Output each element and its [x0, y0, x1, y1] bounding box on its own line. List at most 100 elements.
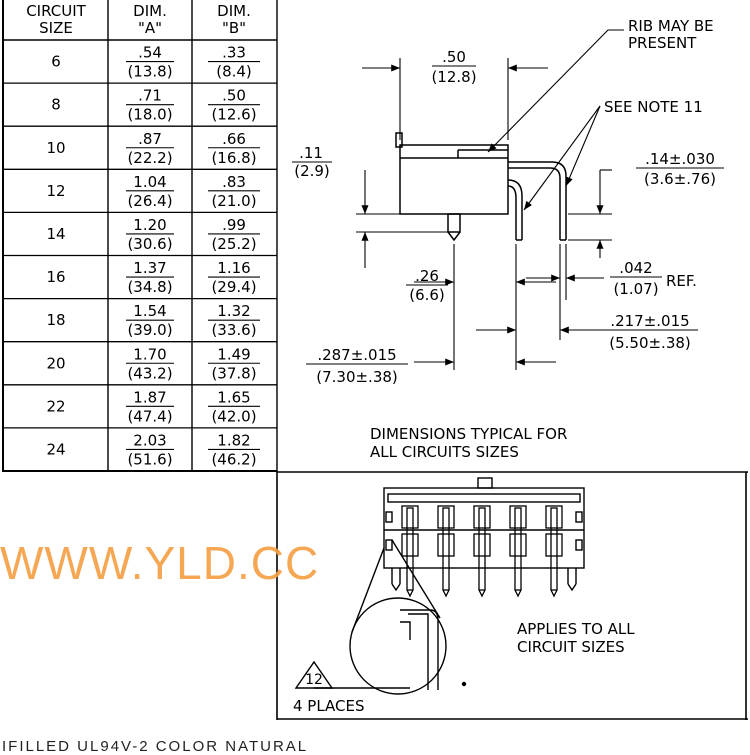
header-circuit-line1: CIRCUIT — [26, 2, 86, 20]
applies-note-line2: CIRCUIT SIZES — [517, 638, 625, 656]
table-row: 22 1.87(47.4) 1.65(42.0) — [3, 384, 277, 425]
cell-dim-a-mm: (43.2) — [127, 364, 172, 382]
places-label: 4 PLACES — [293, 697, 365, 715]
rib-note-line2: PRESENT — [628, 34, 697, 52]
detail-callout — [294, 539, 467, 695]
cell-dim-a-inch: .54 — [138, 44, 162, 62]
cell-dim-b-inch: 1.82 — [217, 431, 250, 449]
cell-circuit-size: 24 — [46, 440, 65, 458]
typical-note-line1: DIMENSIONS TYPICAL FOR — [370, 425, 567, 443]
dimension-table — [2, 0, 278, 472]
cell-dim-a-mm: (34.8) — [127, 278, 172, 296]
cell-dim-a-mm: (22.2) — [127, 149, 172, 167]
front-view-panel — [276, 471, 748, 720]
cell-dim-a-mm: (30.6) — [127, 235, 172, 253]
cell-dim-a-inch: 2.03 — [133, 431, 166, 449]
dim-left-mm: (2.9) — [294, 162, 330, 180]
front-view-connector — [383, 477, 585, 592]
front-pin — [545, 505, 563, 598]
dim-top-inch: .50 — [442, 48, 466, 66]
table-row: 8.71(18.0).50(12.6) — [3, 82, 277, 124]
cell-dim-b-mm: (21.0) — [211, 192, 256, 210]
cell-circuit-size: 18 — [46, 311, 65, 329]
front-pin — [401, 505, 419, 598]
cell-dim-a-mm: (13.8) — [127, 63, 172, 81]
table-header: CIRCUIT SIZE DIM. "A" DIM. "B" — [26, 2, 251, 37]
cell-dim-b-inch: .66 — [222, 130, 246, 148]
front-pin — [473, 505, 491, 598]
dim-ref-suffix: REF. — [666, 272, 697, 290]
side-view-labels: RIB MAY BE PRESENT SEE NOTE 11 .50 (12.8… — [292, 17, 724, 461]
header-circuit-line2: SIZE — [39, 19, 73, 37]
cell-dim-a-mm: (39.0) — [127, 321, 172, 339]
cell-dim-a-mm: (26.4) — [127, 192, 172, 210]
cell-dim-a-inch: 1.54 — [133, 302, 166, 320]
cell-dim-a-inch: 1.37 — [133, 259, 166, 277]
cell-dim-b-mm: (33.6) — [211, 321, 256, 339]
dimension-lines — [356, 29, 624, 370]
header-dim-b-line2: "B" — [222, 19, 246, 37]
cell-dim-a-inch: .87 — [138, 130, 162, 148]
cell-dim-b-inch: .50 — [222, 87, 246, 105]
dim-ref-mm: (1.07) — [613, 280, 658, 298]
cell-dim-a-inch: 1.20 — [133, 216, 166, 234]
table-row: 6.54(13.8).33(8.4) — [51, 44, 260, 81]
dim-right-inch: .14±.030 — [645, 150, 715, 168]
dim-mid-inch: .26 — [415, 267, 439, 285]
cell-dim-a-inch: 1.70 — [133, 345, 166, 363]
header-dim-a-line1: DIM. — [133, 2, 167, 20]
header-dim-b-line1: DIM. — [217, 2, 251, 20]
cell-dim-b-mm: (8.4) — [216, 63, 252, 81]
cell-dim-b-inch: .99 — [222, 216, 246, 234]
dim-right-mm: (3.6±.76) — [644, 170, 716, 188]
dimension-table-rows: 6.54(13.8).33(8.4)8.71(18.0).50(12.6)10.… — [3, 44, 277, 468]
cell-circuit-size: 16 — [46, 268, 65, 286]
table-row: 18 1.54(39.0) 1.32(33.6) — [3, 297, 277, 339]
cell-dim-a-mm: (18.0) — [127, 106, 172, 124]
table-row: 16 1.37(34.8) 1.16(29.4) — [3, 254, 277, 296]
table-row: 24 2.03(51.6) 1.82(46.2) — [3, 427, 277, 468]
header-dim-a-line2: "A" — [138, 19, 162, 37]
watermark-text: WWW.YLD.CC — [0, 537, 320, 589]
bottom-material-text: IFILLED UL94V-2 COLOR NATURAL — [2, 738, 309, 755]
cell-circuit-size: 8 — [51, 96, 61, 114]
cell-circuit-size: 22 — [46, 397, 65, 415]
front-view-labels: APPLIES TO ALL CIRCUIT SIZES 12 4 PLACES — [293, 620, 635, 715]
front-view-pins — [401, 505, 563, 598]
table-row: 14 1.20(30.6) .99(25.2) — [3, 211, 277, 253]
cell-dim-b-inch: 1.32 — [217, 302, 250, 320]
cell-dim-a-inch: 1.87 — [133, 388, 166, 406]
cell-dim-b-inch: 1.16 — [217, 259, 250, 277]
dim-pitch-mm: (5.50±.38) — [609, 334, 691, 352]
cell-dim-a-mm: (47.4) — [127, 407, 172, 425]
see-note-label: SEE NOTE 11 — [604, 98, 703, 116]
side-view-drawing — [395, 132, 567, 242]
cell-circuit-size: 14 — [46, 225, 65, 243]
dim-bottom-inch: .287±.015 — [317, 346, 396, 364]
front-pin — [437, 505, 455, 598]
cell-dim-a-mm: (51.6) — [127, 450, 172, 468]
cell-circuit-size: 12 — [46, 182, 65, 200]
cell-dim-b-mm: (25.2) — [211, 235, 256, 253]
dim-left-inch: .11 — [299, 144, 323, 162]
cell-dim-b-inch: 1.49 — [217, 345, 250, 363]
cell-dim-b-inch: .83 — [222, 173, 246, 191]
cell-circuit-size: 6 — [51, 53, 61, 71]
dim-pitch-inch: .217±.015 — [610, 312, 689, 330]
cell-dim-b-mm: (16.8) — [211, 149, 256, 167]
cell-dim-b-inch: 1.65 — [217, 388, 250, 406]
cell-dim-b-mm: (29.4) — [211, 278, 256, 296]
front-pin — [509, 505, 527, 598]
cell-circuit-size: 20 — [46, 354, 65, 372]
typical-note-line2: ALL CIRCUITS SIZES — [370, 443, 519, 461]
cell-circuit-size: 10 — [46, 139, 65, 157]
cell-dim-b-mm: (46.2) — [211, 450, 256, 468]
table-row: 20 1.70(43.2) 1.49(37.8) — [3, 341, 277, 382]
cell-dim-b-mm: (37.8) — [211, 364, 256, 382]
table-row: 10 .87(22.2) .66(16.8) — [3, 125, 277, 167]
cell-dim-b-mm: (42.0) — [211, 407, 256, 425]
rib-note-line1: RIB MAY BE — [628, 17, 714, 35]
dim-bottom-mm: (7.30±.38) — [316, 368, 398, 386]
